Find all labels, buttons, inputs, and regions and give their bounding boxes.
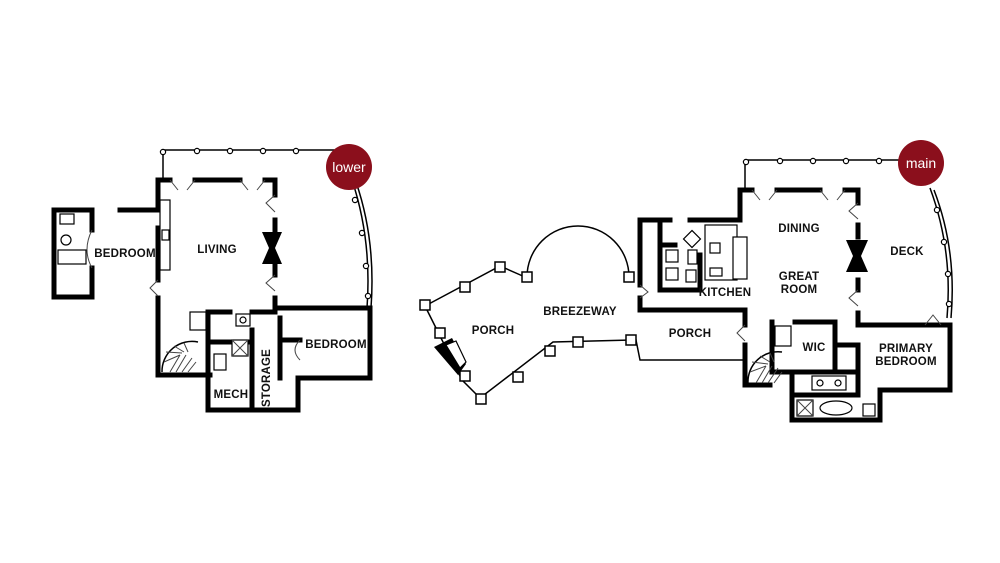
- primary-bedroom-label-line1: PRIMARY: [879, 343, 933, 355]
- main-deck-railing: [742, 157, 953, 319]
- kitchen-label: KITCHEN: [699, 287, 752, 299]
- porch-label: PORCH: [472, 325, 515, 337]
- wic-label: WIC: [803, 342, 826, 354]
- lower-details: [57, 179, 301, 373]
- lower-level-badge: lower: [326, 144, 372, 190]
- primary-bedroom-label-line2: BEDROOM: [875, 356, 936, 368]
- main-walls: [637, 187, 953, 423]
- main-level-plan: KITCHEN DINING GREAT ROOM DECK WIC PRIMA…: [637, 140, 953, 423]
- breezeway-posts: [419, 261, 637, 405]
- main-details: [639, 189, 942, 417]
- breezeway-plan: PORCH BREEZEWAY PORCH: [419, 225, 748, 405]
- porch-east-label: PORCH: [669, 328, 712, 340]
- main-badge-text: main: [906, 155, 936, 171]
- lower-walls: [51, 177, 373, 413]
- breezeway-label: BREEZEWAY: [543, 306, 617, 318]
- dining-label: DINING: [778, 223, 819, 235]
- lower-bedroom-west-label: BEDROOM: [94, 248, 155, 260]
- lower-bedroom-east-label: BEDROOM: [305, 339, 366, 351]
- lower-deck-railing: [159, 147, 373, 309]
- outdoor-fireplace: [434, 338, 467, 375]
- lower-mech-label: MECH: [214, 389, 249, 401]
- deck-label: DECK: [890, 246, 924, 258]
- main-level-badge: main: [898, 140, 944, 186]
- great-room-label-line1: GREAT: [779, 271, 819, 283]
- lower-living-label: LIVING: [197, 244, 237, 256]
- lower-storage-label: STORAGE: [261, 349, 273, 407]
- lower-badge-text: lower: [332, 159, 366, 175]
- great-room-label-line2: ROOM: [781, 284, 818, 296]
- lower-level-plan: BEDROOM LIVING BEDROOM MECH STORAGE lowe…: [51, 144, 373, 413]
